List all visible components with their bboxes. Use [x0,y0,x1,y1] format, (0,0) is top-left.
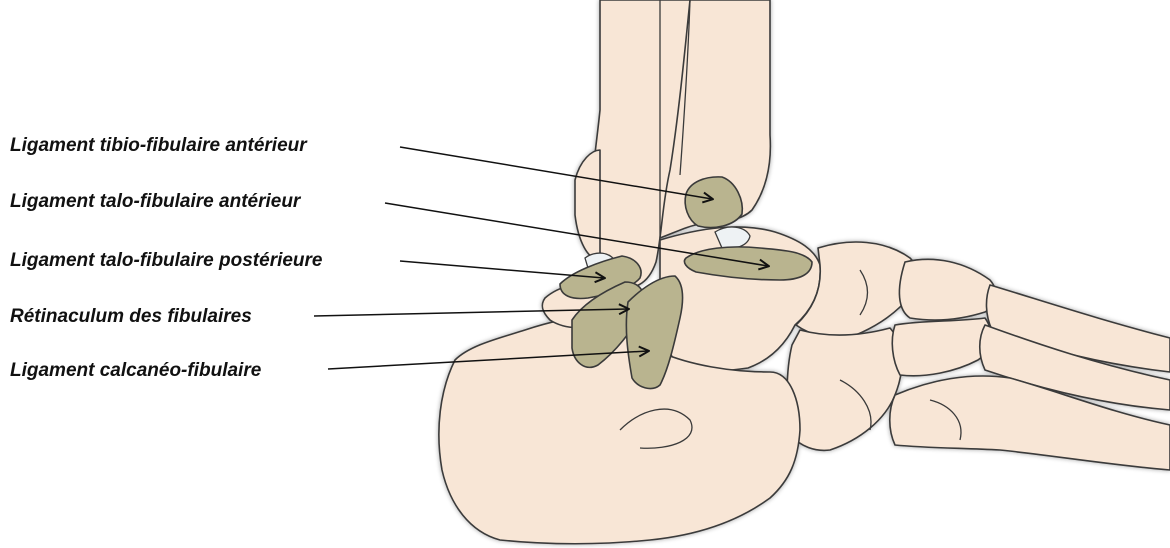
cuneiform-bone-2 [892,318,991,376]
ligament-tibio-fibulaire-anterieur [685,177,742,228]
tibia-malleolus [575,150,600,258]
cuboid-bone [787,328,902,450]
cuneiform-bone [899,259,996,320]
label-retinaculum-des-fibulaires: Rétinaculum des fibulaires [10,306,252,328]
label-ligament-calcaneo-fibulaire: Ligament calcanéo-fibulaire [10,360,261,382]
label-ligament-talo-fibulaire-anterieur: Ligament talo-fibulaire antérieur [10,191,300,213]
label-ligament-tibio-fibulaire-anterieur: Ligament tibio-fibulaire antérieur [10,135,307,157]
arrow-talo-fibulaire-posterieur [400,261,604,278]
label-ligament-talo-fibulaire-posterieur: Ligament talo-fibulaire postérieure [10,250,323,272]
